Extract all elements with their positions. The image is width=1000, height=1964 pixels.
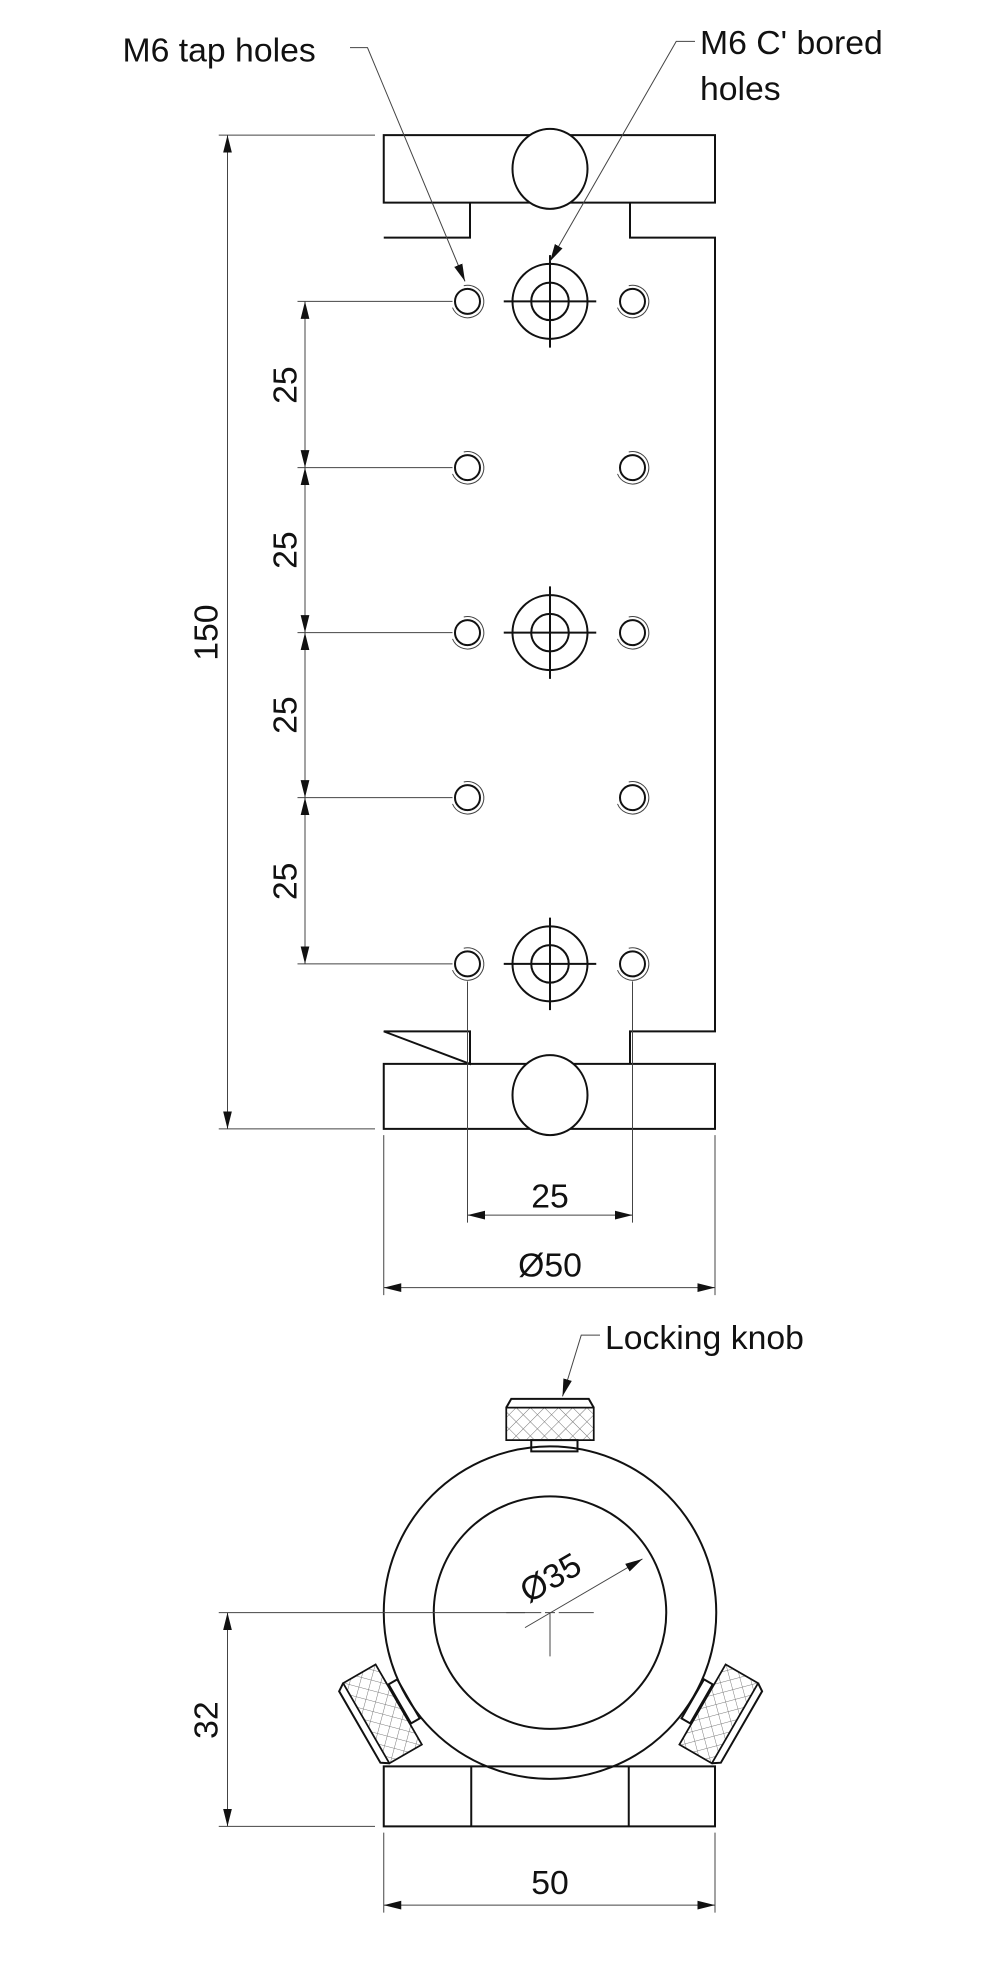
dimension-label: 32 — [188, 1701, 226, 1739]
tap-hole — [452, 947, 485, 981]
dimension-center-height: 32 — [188, 1612, 525, 1827]
tap-holes — [452, 284, 650, 981]
dimension-label: 25 — [266, 366, 304, 404]
dimension-label: 25 — [531, 1178, 569, 1216]
top-view: 150 25 25 25 25 25 — [123, 24, 883, 1296]
tap-hole — [452, 616, 485, 650]
locking-knob-callout: Locking knob — [562, 1319, 804, 1397]
pitch-dimensions: 25 25 25 25 — [266, 300, 453, 965]
mounting-base — [382, 1765, 716, 1828]
dimension-150: 150 — [188, 134, 375, 1130]
dimension-label: 25 — [266, 696, 304, 734]
cbored-hole — [503, 586, 597, 679]
dimension-label: 25 — [266, 531, 304, 569]
rail-body — [383, 202, 716, 1066]
locking-knob — [505, 1397, 595, 1453]
end-view: Ø35 32 50 Locking knob — [188, 1319, 804, 1913]
cbored-hole — [503, 917, 597, 1011]
callout-label: M6 C' bored — [700, 24, 883, 62]
tap-holes-callout: M6 tap holes — [123, 31, 466, 282]
side-knob-left — [338, 1663, 424, 1765]
dimension-hole-spacing: 25 — [467, 981, 633, 1223]
tap-hole — [617, 284, 650, 319]
tap-hole — [617, 781, 650, 815]
center-mark — [506, 1612, 594, 1657]
cbored-hole — [503, 255, 597, 348]
dimension-label: Ø35 — [514, 1546, 588, 1611]
cbored-holes — [503, 255, 597, 1011]
dimension-base-width: 50 — [383, 1832, 716, 1913]
dimension-label: 50 — [531, 1864, 569, 1902]
dimension-label: 150 — [188, 604, 226, 660]
tap-hole — [617, 451, 650, 485]
side-knob-right — [678, 1663, 764, 1765]
dimension-label: 25 — [266, 863, 304, 901]
tap-hole — [452, 284, 485, 319]
dimension-bore-diameter: Ø35 — [514, 1546, 643, 1629]
tap-hole — [617, 947, 650, 981]
cbored-holes-callout: M6 C' bored holes — [549, 24, 883, 262]
tap-hole — [617, 616, 650, 650]
bottom-knob — [511, 1054, 589, 1137]
tap-hole — [452, 781, 485, 815]
dimension-outer-diameter: Ø50 — [383, 1135, 716, 1296]
top-knob — [511, 127, 589, 210]
callout-label: M6 tap holes — [123, 31, 316, 69]
tap-hole — [452, 451, 485, 485]
callout-label: Locking knob — [605, 1319, 804, 1357]
dimension-label: Ø50 — [518, 1246, 582, 1284]
callout-label: holes — [700, 70, 781, 108]
